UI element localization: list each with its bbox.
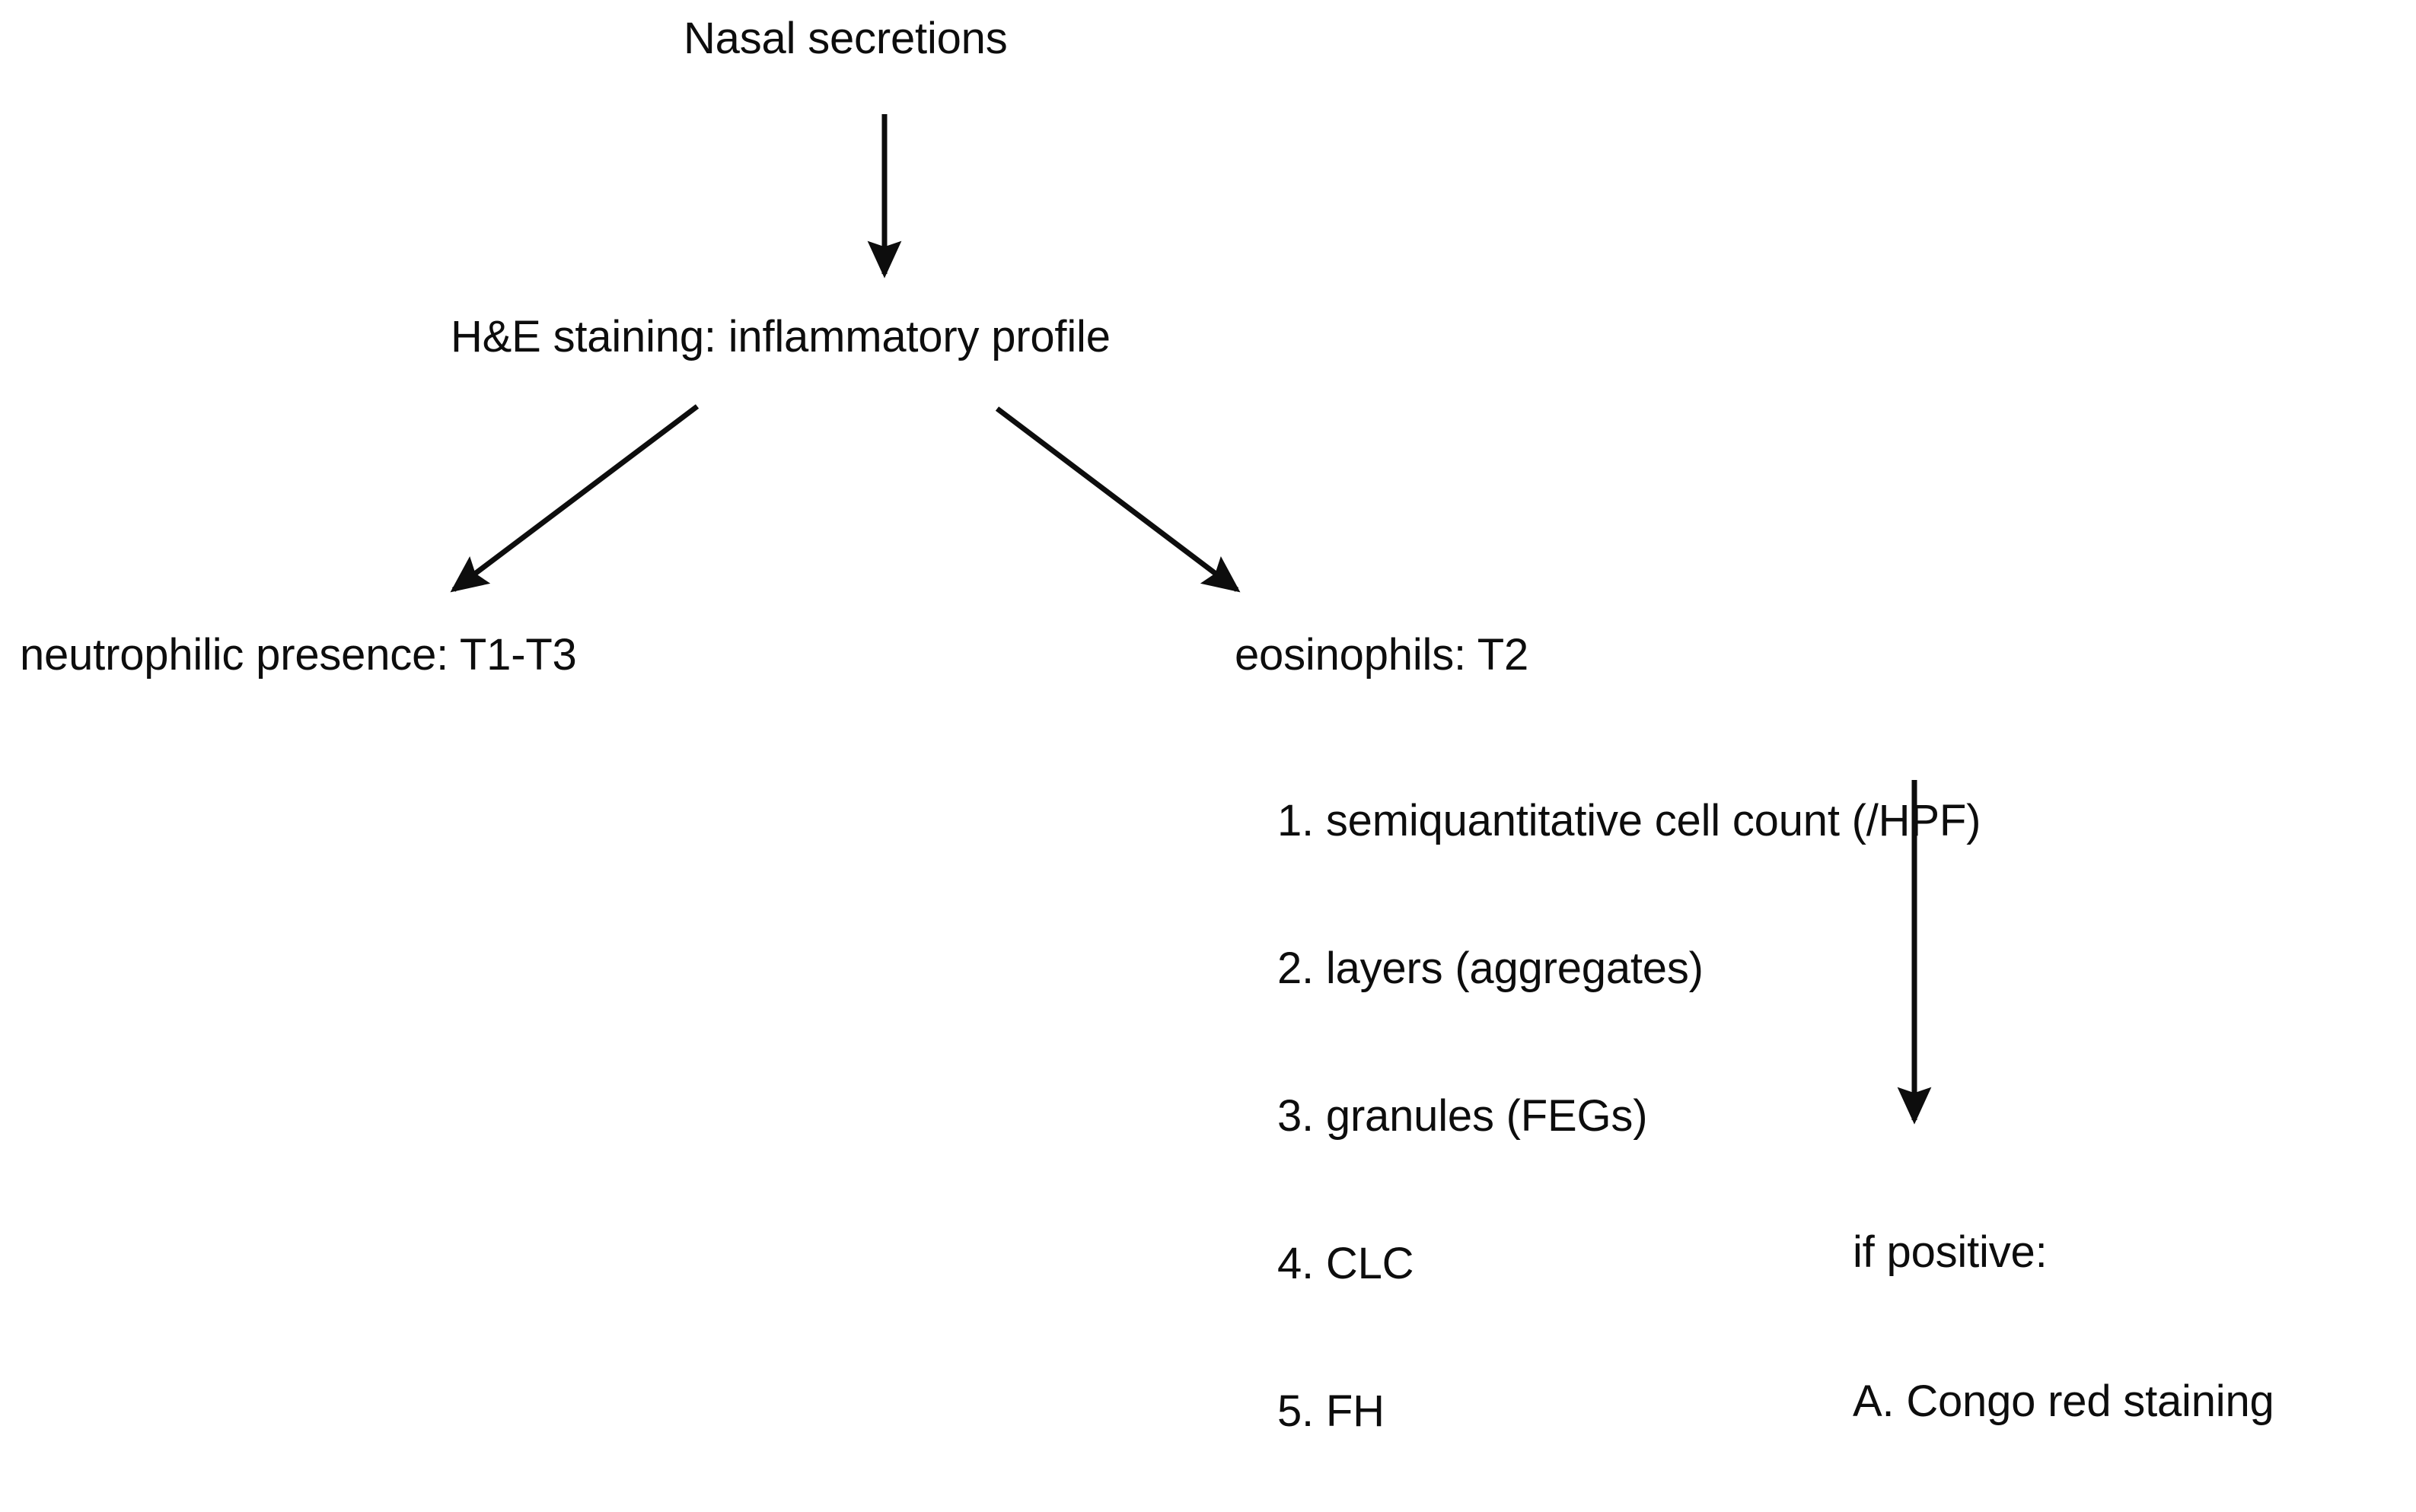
list-item: 3. granules (FEGs): [1277, 1091, 1648, 1141]
if-positive-block: if positive: A. Congo red staining (eosi…: [1853, 1134, 2304, 1512]
followup-item-label: A. Congo red staining: [1853, 1377, 2274, 1426]
if-positive-header: if positive:: [1853, 1227, 2048, 1277]
node-he-staining: H&E staining: inflammatory profile: [451, 312, 1111, 361]
arrow-staining-to-neutrophilic: [450, 404, 700, 593]
node-neutrophilic-presence: neutrophilic presence: T1-T3: [20, 630, 577, 680]
eosinophil-assessment-list: 1. semiquantitative cell count (/HPF) 2.…: [1277, 703, 1981, 1512]
list-item: 2. layers (aggregates): [1277, 944, 1704, 993]
arrow-staining-to-eosinophils: [995, 406, 1241, 593]
list-item: 1. semiquantitative cell count (/HPF): [1277, 796, 1981, 845]
list-item: 4. CLC: [1277, 1239, 1414, 1288]
list-item: 5. FH: [1277, 1386, 1385, 1436]
node-eosinophils-header: eosinophils: T2: [1235, 630, 1529, 680]
node-nasal-secretions: Nasal secretions: [684, 14, 1008, 63]
